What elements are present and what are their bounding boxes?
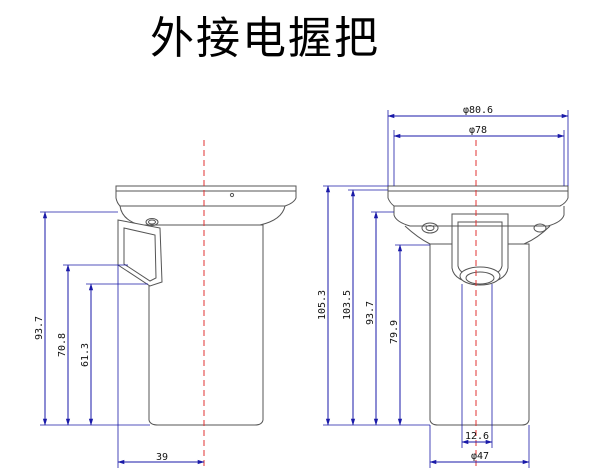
right-height-label-2: 103.5 [342, 290, 353, 320]
right-height-label-1: 105.3 [317, 290, 328, 320]
left-height-label-2: 70.8 [57, 333, 68, 357]
right-port-opening-inner [465, 271, 495, 285]
right-top-cap [387, 185, 569, 207]
left-view: 93.7 70.8 61.3 39 [34, 140, 297, 470]
right-view: φ80.6 φ78 105.3 103.5 93.7 79.9 12.6 φ47 [317, 105, 569, 470]
right-diameter-label-2: φ78 [469, 125, 487, 136]
right-left-boss [421, 222, 439, 234]
right-height-label-3: 93.7 [365, 301, 376, 325]
left-height-label-1: 93.7 [34, 316, 45, 340]
drawing-title: 外接电握把 [150, 13, 380, 64]
left-width-label: 39 [156, 452, 168, 463]
left-port-hole-inner [148, 219, 156, 225]
left-neck [119, 205, 286, 226]
right-diameter-label-1: φ80.6 [463, 105, 493, 116]
right-bottom-label-2: φ47 [471, 451, 489, 462]
right-height-label-4: 79.9 [389, 320, 400, 344]
left-side-port-inner [123, 227, 157, 282]
right-left-boss-inner [425, 225, 435, 231]
right-port-opening [459, 266, 501, 286]
left-top-cap [115, 185, 297, 207]
left-port-hole [145, 218, 159, 226]
left-side-port [117, 219, 163, 287]
right-body [429, 243, 530, 426]
right-right-boss [533, 223, 547, 233]
left-body [148, 224, 264, 426]
right-bottom-label-1: 12.6 [465, 431, 489, 442]
left-height-label-3: 61.3 [80, 343, 91, 367]
left-cap-hole [229, 192, 235, 198]
